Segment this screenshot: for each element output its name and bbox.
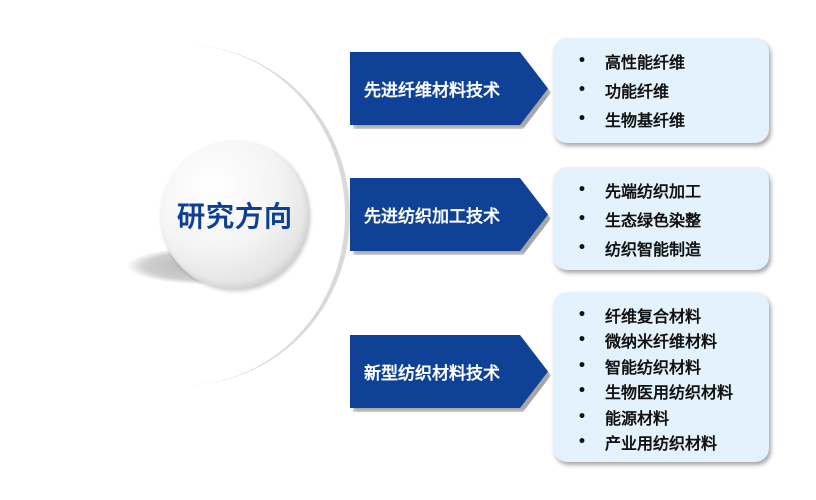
bullet-icon: •: [577, 110, 587, 127]
branch-box-processing: •先端纺织加工 •生态绿色染整 •纺织智能制造: [553, 167, 769, 270]
list-item: •生态绿色染整: [575, 204, 769, 233]
list-item: •功能纤维: [575, 75, 769, 104]
center-title: 研究方向: [176, 200, 293, 233]
bullet-icon: •: [577, 434, 587, 451]
branch-label: 先进纤维材料技术: [364, 81, 500, 101]
list-item: •先端纺织加工: [575, 175, 769, 204]
list-item: •产业用纺织材料: [575, 430, 769, 456]
bullet-icon: •: [577, 239, 587, 256]
branch-box-materials: •纤维复合材料 •微纳米纤维材料 •智能纺织材料 •生物医用纺织材料 •能源材料…: [553, 292, 769, 462]
center-circle: 研究方向: [160, 140, 310, 290]
bullet-icon: •: [577, 357, 587, 374]
bullet-icon: •: [577, 408, 587, 425]
bullet-icon: •: [577, 210, 587, 227]
list-item: •微纳米纤维材料: [575, 328, 769, 354]
bullet-icon: •: [577, 383, 587, 400]
list-item: •智能纺织材料: [575, 353, 769, 379]
branch-box-fiber: •高性能纤维 •功能纤维 •生物基纤维: [553, 38, 769, 143]
branch-arrow-fiber: 先进纤维材料技术: [350, 52, 548, 125]
bullet-icon: •: [577, 52, 587, 69]
bullet-icon: •: [577, 81, 587, 98]
list-item: •纤维复合材料: [575, 302, 769, 328]
list-item: •生物医用纺织材料: [575, 379, 769, 405]
bullet-icon: •: [577, 306, 587, 323]
branch-label: 先进纺织加工技术: [364, 207, 500, 227]
list-item: •高性能纤维: [575, 46, 769, 75]
list-item: •生物基纤维: [575, 104, 769, 133]
decorative-arc: [190, 45, 350, 385]
list-item: •能源材料: [575, 404, 769, 430]
branch-arrow-materials: 新型纺织材料技术: [350, 335, 548, 408]
branch-arrow-processing: 先进纺织加工技术: [350, 178, 548, 251]
bullet-icon: •: [577, 181, 587, 198]
branch-label: 新型纺织材料技术: [364, 364, 500, 384]
list-item: •纺织智能制造: [575, 233, 769, 262]
bullet-icon: •: [577, 332, 587, 349]
